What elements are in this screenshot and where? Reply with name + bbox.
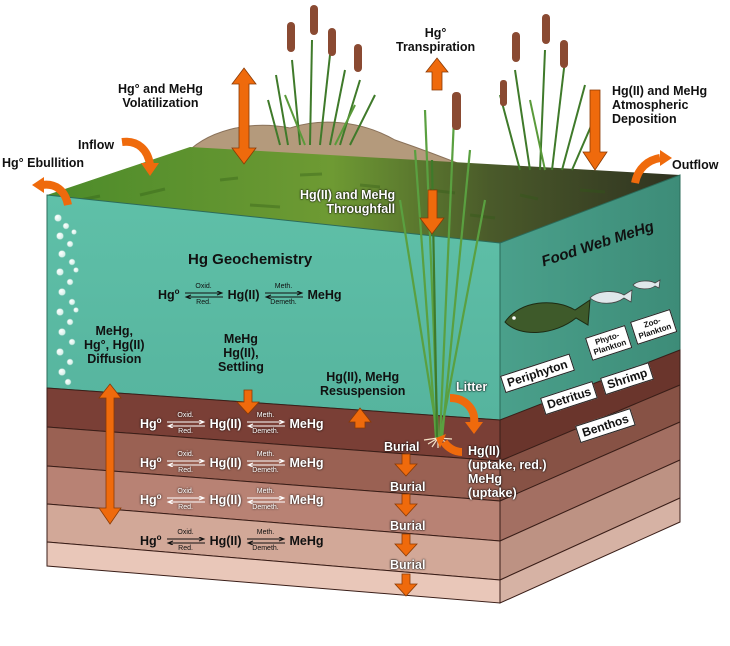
deposition-arrow bbox=[582, 89, 608, 171]
burial-arrow-3 bbox=[394, 533, 418, 557]
mehg-species: MeHg bbox=[289, 417, 324, 431]
volatilization-arrow bbox=[231, 67, 257, 165]
curved-arrow-heads bbox=[32, 150, 672, 448]
hg2-species: Hg(II) bbox=[227, 288, 260, 302]
resuspension-arrow bbox=[348, 407, 372, 429]
methylation-arrows: Meth.Demeth. bbox=[246, 529, 286, 553]
settling-label: MeHg Hg(II), Settling bbox=[218, 332, 264, 374]
uptake-label: Hg(II) (uptake, red.) MeHg (uptake) bbox=[468, 444, 547, 500]
resuspension-label: Hg(II), MeHg Resuspension bbox=[320, 370, 406, 398]
arrows bbox=[98, 57, 608, 597]
curved-arrows bbox=[41, 137, 661, 456]
fish-small-2 bbox=[632, 279, 661, 290]
hg2-species: Hg(II) bbox=[209, 534, 242, 548]
burial-label-4: Burial bbox=[390, 558, 426, 572]
burial-label-3: Burial bbox=[390, 519, 426, 533]
burial-label-1: Burial bbox=[384, 440, 420, 454]
volatilization-label: Hg° and MeHg Volatilization bbox=[118, 82, 203, 110]
outflow-arrow bbox=[631, 154, 661, 185]
throughfall-label: Hg(II) and MeHg Throughfall bbox=[300, 188, 396, 216]
mehg-species: MeHg bbox=[289, 534, 324, 548]
methylation-arrows: Meth.Demeth. bbox=[246, 412, 286, 436]
redox-arrows: Oxid.Red. bbox=[166, 529, 206, 553]
throughfall-arrow bbox=[419, 189, 445, 235]
transpiration-label: Hg° Transpiration bbox=[396, 26, 476, 54]
redox-arrows: Oxid.Red. bbox=[166, 451, 206, 475]
reaction-row-sed-3: Hgo Oxid.Red. Hg(II) Meth.Demeth. MeHg bbox=[140, 488, 324, 512]
outflow-label: Outflow bbox=[672, 158, 719, 172]
mehg-species: MeHg bbox=[307, 288, 342, 302]
diffusion-label: MeHg, Hg°, Hg(II) Diffusion bbox=[84, 324, 145, 366]
hg0-species: Hgo bbox=[140, 533, 162, 549]
fish-bass bbox=[504, 299, 591, 333]
settling-arrow bbox=[236, 389, 260, 415]
central-cattail-heads bbox=[452, 92, 461, 130]
ebullition-arrow bbox=[41, 180, 72, 207]
hg2-species: Hg(II) bbox=[209, 493, 242, 507]
cattail-cluster-right bbox=[499, 49, 599, 171]
burial-arrow-4 bbox=[394, 573, 418, 597]
burial-arrow-1 bbox=[394, 453, 418, 477]
inflow-label: Inflow bbox=[78, 138, 115, 152]
reaction-row-sed-4: Hgo Oxid.Red. Hg(II) Meth.Demeth. MeHg bbox=[140, 529, 324, 553]
hg0-species: Hgo bbox=[140, 455, 162, 471]
hg0-species: Hgo bbox=[140, 416, 162, 432]
litter-label: Litter bbox=[456, 380, 488, 394]
methylation-arrows: Meth.Demeth. bbox=[246, 488, 286, 512]
geochemistry-title: Hg Geochemistry bbox=[188, 251, 313, 268]
reaction-row-sed-2: Hgo Oxid.Red. Hg(II) Meth.Demeth. MeHg bbox=[140, 451, 324, 475]
cattail-cluster-left bbox=[267, 39, 376, 146]
redox-arrows: Oxid.Red. bbox=[166, 488, 206, 512]
diffusion-arrow bbox=[98, 383, 122, 525]
ebullition-bubbles bbox=[54, 214, 79, 386]
burial-arrow-2 bbox=[394, 493, 418, 517]
ebullition-label: Hg° Ebullition bbox=[2, 156, 85, 170]
burial-label-2: Burial bbox=[390, 480, 426, 494]
hg0-species: Hgo bbox=[158, 287, 180, 303]
methylation-arrows: Meth.Demeth. bbox=[264, 283, 304, 307]
fish-small-1 bbox=[589, 289, 633, 304]
methylation-arrows: Meth.Demeth. bbox=[246, 451, 286, 475]
redox-arrows: Oxid.Red. bbox=[166, 412, 206, 436]
deposition-label: Hg(II) and MeHg Atmospheric Deposition bbox=[612, 84, 708, 126]
surface-texture bbox=[79, 172, 606, 220]
litter-arrow bbox=[449, 394, 479, 425]
cattail-heads-right bbox=[500, 14, 568, 106]
reaction-row-sed-1: Hgo Oxid.Red. Hg(II) Meth.Demeth. MeHg bbox=[140, 412, 324, 436]
hg2-species: Hg(II) bbox=[209, 417, 242, 431]
reaction-row-water: Hgo Oxid.Red. Hg(II) Meth.Demeth. MeHg bbox=[158, 283, 342, 307]
mehg-species: MeHg bbox=[289, 456, 324, 470]
uptake-arrow bbox=[440, 439, 463, 456]
hg0-species: Hgo bbox=[140, 492, 162, 508]
inflow-arrow bbox=[121, 137, 154, 166]
cattail-heads-left bbox=[287, 5, 362, 72]
mehg-species: MeHg bbox=[289, 493, 324, 507]
transpiration-arrow bbox=[425, 57, 449, 91]
hg2-species: Hg(II) bbox=[209, 456, 242, 470]
redox-arrows: Oxid.Red. bbox=[184, 283, 224, 307]
central-cattail bbox=[398, 94, 487, 439]
